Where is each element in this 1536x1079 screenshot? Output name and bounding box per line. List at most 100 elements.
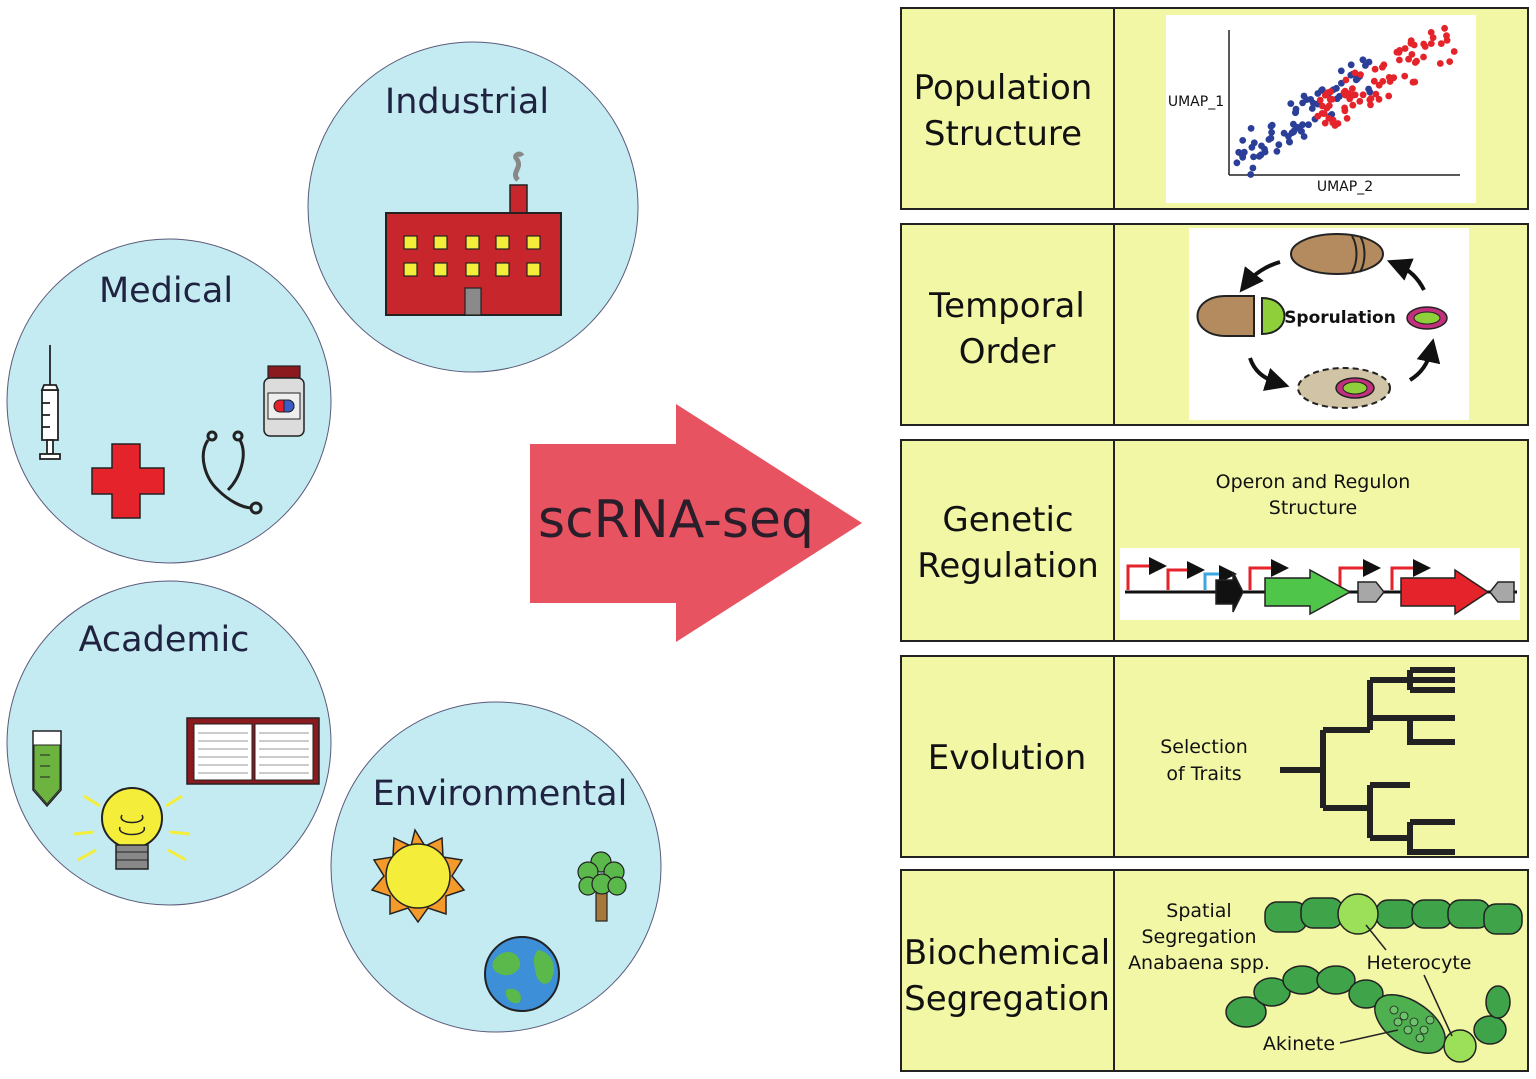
- sun-icon: [370, 828, 466, 924]
- earth-icon: [484, 936, 560, 1012]
- umap-point: [1275, 141, 1283, 149]
- umap-point: [1288, 129, 1296, 137]
- umap-point: [1300, 133, 1308, 140]
- industrial-circle: Industrial: [307, 41, 639, 373]
- umap-point: [1326, 96, 1334, 103]
- umap-point: [1446, 58, 1454, 65]
- panel-genetic-regulation: Genetic Regulation Operon and Regulon St…: [900, 439, 1529, 642]
- umap-point: [1413, 57, 1420, 65]
- umap-point: [1390, 74, 1398, 82]
- medical-circle: Medical: [6, 238, 332, 564]
- panel-temporal-order: Temporal Order Sporulation: [900, 223, 1529, 426]
- umap-point: [1316, 96, 1324, 104]
- umap-point: [1441, 24, 1448, 32]
- umap-point: [1437, 40, 1445, 47]
- umap-x-label: UMAP_2: [1317, 179, 1373, 195]
- umap-point: [1247, 171, 1255, 178]
- vegetative-cell: [1290, 233, 1384, 275]
- umap-point: [1268, 121, 1276, 129]
- heterocyte-pointer: [1365, 924, 1387, 951]
- row-title-line: Genetic: [942, 500, 1073, 540]
- anabaena-filament-bottom: [1225, 965, 1511, 1063]
- heterocyte-label: Heterocyte: [1367, 952, 1472, 974]
- umap-point: [1409, 78, 1417, 86]
- segregation-label-line: Anabaena spp.: [1128, 952, 1270, 974]
- umap-point: [1370, 77, 1378, 85]
- umap-point: [1401, 45, 1409, 52]
- panel-biochemical-segregation: Biochemical Segregation Spatial Segregat…: [900, 869, 1529, 1072]
- umap-point: [1367, 95, 1375, 102]
- umap-point: [1308, 105, 1316, 112]
- phylogenetic-tree: [1280, 667, 1455, 855]
- umap-point: [1401, 72, 1409, 80]
- umap-point: [1356, 97, 1364, 105]
- umap-point: [1336, 92, 1343, 100]
- test-tube-icon: [32, 730, 62, 808]
- umap-point: [1248, 143, 1256, 151]
- scrna-seq-label: scRNA-seq: [538, 490, 814, 550]
- sporulation-label: Sporulation: [1284, 308, 1396, 328]
- umap-point: [1371, 65, 1379, 73]
- environmental-label: Environmental: [373, 774, 628, 814]
- umap-point: [1429, 34, 1437, 41]
- umap-point: [1240, 148, 1248, 156]
- umap-point: [1365, 58, 1373, 66]
- evolution-label-line: of Traits: [1166, 763, 1241, 785]
- umap-point: [1450, 48, 1458, 55]
- akinete-label: Akinete: [1263, 1033, 1335, 1055]
- umap-point: [1261, 148, 1269, 156]
- syringe-icon: [39, 345, 61, 460]
- medical-label: Medical: [99, 271, 233, 311]
- umap-point: [1342, 91, 1349, 99]
- umap-point: [1372, 90, 1380, 98]
- lightbulb-icon: [73, 787, 191, 870]
- umap-point: [1349, 85, 1356, 92]
- umap-point: [1405, 55, 1412, 63]
- academic-label: Academic: [79, 620, 250, 660]
- umap-point: [1359, 91, 1367, 99]
- umap-point: [1359, 56, 1367, 64]
- umap-point: [1239, 137, 1247, 144]
- umap-point: [1247, 124, 1255, 132]
- row-title-line: Temporal: [928, 286, 1085, 326]
- umap-point: [1318, 87, 1325, 94]
- row-title-line: Biochemical: [904, 933, 1110, 973]
- umap-point: [1268, 129, 1275, 136]
- umap-point: [1357, 71, 1364, 78]
- umap-y-label: UMAP_1: [1168, 94, 1224, 110]
- promoter-arrows: [1126, 557, 1431, 590]
- umap-point: [1285, 138, 1293, 145]
- academic-circle: Academic: [6, 580, 332, 906]
- umap-point: [1410, 41, 1418, 49]
- umap-point: [1250, 153, 1257, 161]
- row-title-line: Segregation: [904, 979, 1110, 1019]
- evolution-label-line: Selection: [1160, 736, 1248, 758]
- anabaena-filament-top: [1264, 893, 1523, 935]
- umap-point: [1341, 104, 1348, 112]
- umap-point: [1396, 56, 1403, 64]
- umap-point: [1249, 164, 1257, 172]
- umap-point: [1255, 152, 1263, 160]
- mother-cell-engulfment: [1297, 367, 1391, 409]
- umap-point: [1331, 122, 1339, 129]
- dividing-cell: [1196, 295, 1286, 337]
- umap-point: [1337, 67, 1345, 75]
- umap-point: [1385, 92, 1393, 100]
- red-cross-icon: [91, 443, 165, 519]
- umap-point: [1287, 100, 1295, 107]
- environmental-circle: Environmental: [330, 701, 662, 1033]
- row-title-line: Population: [914, 68, 1093, 108]
- industrial-label: Industrial: [385, 82, 549, 122]
- umap-point: [1273, 148, 1281, 155]
- umap-point: [1395, 49, 1403, 56]
- umap-point: [1349, 101, 1357, 109]
- heterocyte-pointer-2: [1423, 974, 1453, 1037]
- umap-point: [1367, 101, 1374, 109]
- umap-point: [1305, 121, 1312, 129]
- umap-point: [1325, 102, 1333, 109]
- segregation-label-line: Segregation: [1142, 926, 1257, 948]
- umap-point: [1327, 88, 1334, 96]
- umap-point: [1347, 61, 1355, 69]
- umap-point: [1365, 85, 1372, 93]
